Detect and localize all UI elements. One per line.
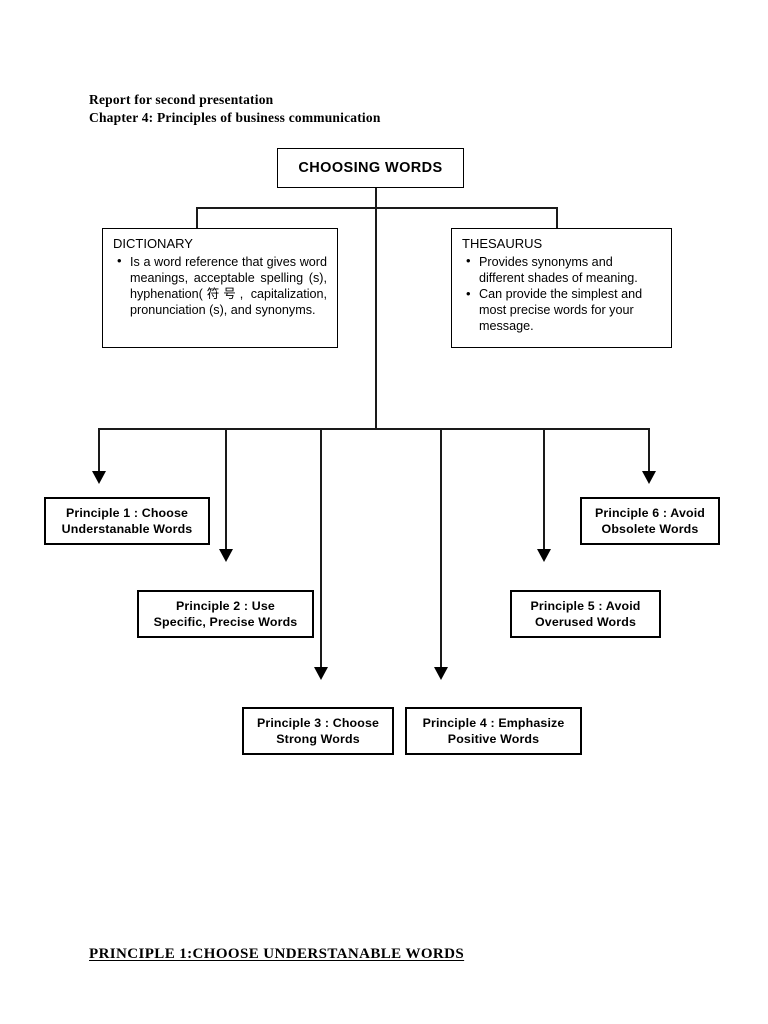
- connector-to-dictionary: [196, 207, 198, 229]
- section-heading-principle-1: PRINCIPLE 1:CHOOSE UNDERSTANABLE WORDS: [89, 946, 465, 962]
- node-dictionary[interactable]: DICTIONARY • Is a word reference that giv…: [102, 228, 338, 348]
- node-thesaurus-bullet-1: Provides synonyms and different shades o…: [479, 254, 638, 286]
- arrowhead-principle-3: [314, 667, 328, 680]
- connector-to-principle-4: [440, 428, 442, 671]
- list-item: • Is a word reference that gives word mea…: [117, 253, 327, 318]
- node-principle-4-line-1: Principle 4 : Emphasize: [422, 715, 565, 730]
- node-principle-2-line-1: Principle 2 : Use: [176, 598, 275, 613]
- connector-to-principle-1: [98, 428, 100, 475]
- node-principle-6-line-1: Principle 6 : Avoid: [594, 505, 706, 520]
- report-header-line-1: Report for second presentation: [89, 92, 274, 107]
- bullet-icon: •: [117, 253, 122, 269]
- node-choosing-words-label: CHOOSING WORDS: [298, 160, 443, 176]
- list-item: • Can provide the simplest and most preci…: [466, 286, 661, 334]
- connector-to-thesaurus: [556, 207, 558, 229]
- connector-center-spine: [375, 207, 377, 429]
- node-principle-4-line-2: Positive Words: [447, 732, 540, 746]
- connector-to-principle-3: [320, 428, 322, 671]
- node-principle-1-line-1: Principle 1 : Choose: [65, 505, 189, 520]
- node-thesaurus-title: THESAURUS: [462, 236, 543, 251]
- connector-to-principle-6: [648, 428, 650, 475]
- arrowhead-principle-1: [92, 471, 106, 484]
- node-principle-5-line-1: Principle 5 : Avoid: [530, 598, 641, 613]
- node-principle-3-line-1: Principle 3 : Choose: [256, 715, 380, 730]
- node-dictionary-title: DICTIONARY: [113, 236, 193, 251]
- bullet-icon: •: [466, 253, 471, 269]
- connector-principles-bar: [98, 428, 649, 430]
- arrowhead-principle-5: [537, 549, 551, 562]
- connector-to-principle-5: [543, 428, 545, 553]
- arrowhead-principle-6: [642, 471, 656, 484]
- report-header-line-2: Chapter 4: Principles of business commun…: [89, 110, 381, 125]
- node-principle-2-line-2: Specific, Precise Words: [153, 615, 298, 629]
- node-thesaurus-bullet-list: • Provides synonyms and different shades …: [462, 253, 661, 335]
- bullet-icon: •: [466, 285, 471, 301]
- node-thesaurus-bullet-2: Can provide the simplest and most precis…: [479, 287, 643, 334]
- node-principle-1-line-2: Understanable Words: [61, 522, 193, 536]
- node-dictionary-bullet-list: • Is a word reference that gives word mea…: [113, 253, 327, 318]
- node-principle-6-line-2: Obsolete Words: [601, 522, 699, 536]
- connector-to-principle-2: [225, 428, 227, 553]
- node-principle-5-line-2: Overused Words: [534, 615, 637, 629]
- node-choosing-words[interactable]: CHOOSING WORDS: [277, 148, 464, 188]
- connector-root-stem: [375, 188, 377, 208]
- node-thesaurus[interactable]: THESAURUS • Provides synonyms and differe…: [451, 228, 672, 348]
- connector-reference-bar: [196, 207, 557, 209]
- list-item: • Provides synonyms and different shades …: [466, 253, 661, 286]
- arrowhead-principle-2: [219, 549, 233, 562]
- node-principle-3-line-2: Strong Words: [276, 732, 360, 746]
- arrowhead-principle-4: [434, 667, 448, 680]
- node-dictionary-bullet-1: Is a word reference that gives word mean…: [130, 254, 327, 318]
